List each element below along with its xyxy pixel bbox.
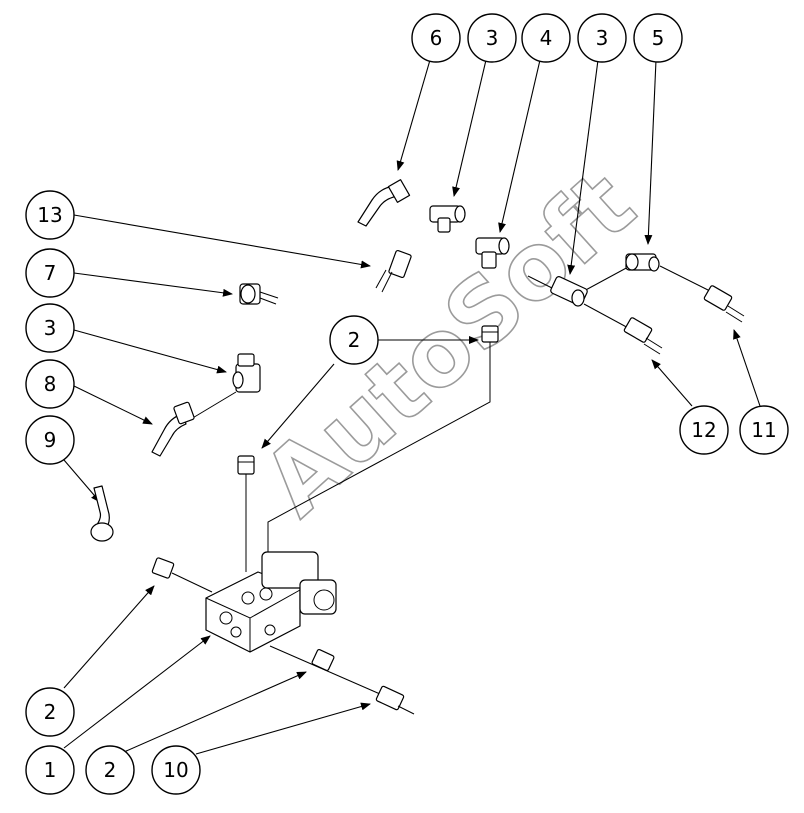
svg-text:13: 13 <box>37 203 62 227</box>
part-2-adapter-top-left <box>237 455 255 475</box>
part-3-tee-fitting-b <box>550 276 588 307</box>
part-13-straight-hose-fitting <box>375 249 412 293</box>
part-6-elbow-hose-fitting <box>357 179 411 227</box>
callout-5: 5 <box>633 13 683 63</box>
svg-text:12: 12 <box>691 418 716 442</box>
part-4-tee-fitting <box>475 237 510 269</box>
part-1-valve-block <box>205 551 337 653</box>
part-9-elbow-hose-fitting <box>90 485 114 542</box>
svg-text:3: 3 <box>596 26 609 50</box>
callout-1: 1 <box>25 745 75 795</box>
part-7-elbow-fitting <box>239 283 279 305</box>
callout-4: 4 <box>521 13 571 63</box>
part-3-tee-fitting-a <box>429 205 466 233</box>
svg-text:6: 6 <box>430 26 443 50</box>
callout-13: 13 <box>25 190 75 240</box>
svg-text:8: 8 <box>44 372 57 396</box>
part-2-adapter-top-right <box>481 325 499 343</box>
callout-2: 2 <box>329 315 379 365</box>
callout-2: 2 <box>25 687 75 737</box>
svg-text:2: 2 <box>104 758 117 782</box>
svg-text:1: 1 <box>44 758 57 782</box>
part-2-adapter-left <box>151 557 175 579</box>
part-8-elbow-hose-fitting <box>151 401 195 457</box>
svg-text:7: 7 <box>44 261 57 285</box>
callouts: 6 3 4 3 5 13 7 3 8 9 2 12 11 2 1 2 10 <box>25 13 789 795</box>
svg-text:3: 3 <box>44 316 57 340</box>
callout-10: 10 <box>151 745 201 795</box>
callout-12: 12 <box>679 405 729 455</box>
svg-text:11: 11 <box>751 418 776 442</box>
svg-text:2: 2 <box>44 700 57 724</box>
callout-8: 8 <box>25 359 75 409</box>
svg-text:9: 9 <box>44 428 57 452</box>
callout-3: 3 <box>467 13 517 63</box>
part-5-elbow-fitting <box>625 253 660 272</box>
callout-9: 9 <box>25 415 75 465</box>
svg-text:5: 5 <box>652 26 665 50</box>
callout-6: 6 <box>411 13 461 63</box>
callout-3: 3 <box>25 303 75 353</box>
callout-11: 11 <box>739 405 789 455</box>
callout-3: 3 <box>577 13 627 63</box>
svg-text:2: 2 <box>348 328 361 352</box>
callout-7: 7 <box>25 248 75 298</box>
part-11-hose-nipple <box>703 285 745 323</box>
svg-text:3: 3 <box>486 26 499 50</box>
part-10-hose-nipple <box>375 685 415 715</box>
svg-text:10: 10 <box>163 758 188 782</box>
leader-lines <box>63 59 761 755</box>
part-12-hose-nipple <box>623 317 663 355</box>
callout-2: 2 <box>85 745 135 795</box>
part-2-adapter-bottom <box>311 649 335 671</box>
svg-text:4: 4 <box>540 26 553 50</box>
part-3-tee-fitting-c <box>232 353 261 393</box>
